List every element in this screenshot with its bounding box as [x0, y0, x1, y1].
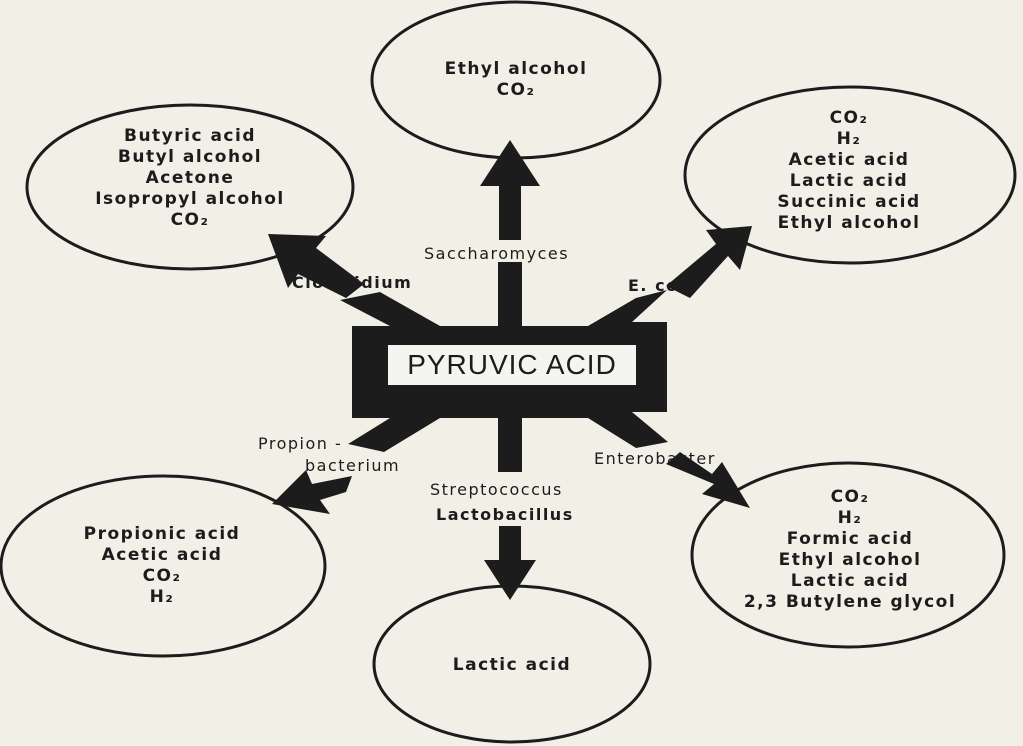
product-line: Lactic acid: [452, 654, 572, 675]
product-line: Butyric acid: [123, 125, 257, 146]
product-line: Lactic acid: [789, 171, 909, 191]
product-line: Ethyl alcohol: [778, 550, 922, 570]
product-line: Formic acid: [786, 529, 914, 549]
product-line: CO₂: [829, 108, 869, 128]
product-line: Acetic acid: [788, 150, 910, 170]
ellipse-ecoli-products: [683, 85, 1017, 265]
product-line: Propionic acid: [83, 524, 241, 544]
label-enterobacter: Enterobacter: [594, 449, 716, 468]
product-line: Ethyl alcohol: [444, 59, 588, 79]
label-lactobacillus: Lactobacillus: [436, 505, 574, 524]
label-propion-line2: bacterium: [305, 456, 401, 475]
product-line: 2,3 Butylene glycol: [743, 592, 957, 612]
label-propion-line1: Propion -: [258, 434, 343, 453]
product-line: Succinic acid: [777, 192, 921, 212]
product-line: CO₂: [496, 80, 536, 100]
product-line: H₂: [836, 129, 862, 149]
ellipse-enterobacter-products: [690, 461, 1006, 649]
product-line: H₂: [837, 508, 863, 528]
center-label: PYRUVIC ACID: [407, 349, 617, 380]
product-line: CO₂: [142, 566, 182, 586]
arrow-ecoli: [666, 226, 752, 298]
arrow-saccharomyces: [480, 140, 540, 240]
product-line: Butyl alcohol: [117, 146, 263, 167]
ellipse-clostridium-products: [25, 103, 355, 271]
stem-up: [498, 262, 522, 328]
arrow-lactic: [484, 526, 536, 600]
product-line: Isopropyl alcohol: [95, 188, 285, 209]
arrow-enterobacter: [666, 452, 750, 508]
center-label-box: PYRUVIC ACID: [388, 345, 636, 385]
product-line: CO₂: [830, 487, 870, 507]
product-line: CO₂: [170, 209, 210, 230]
products-lactic: Lactic acid: [420, 650, 604, 680]
arrow-propionibacterium: [272, 470, 352, 514]
label-ecoli: E. coli: [628, 276, 693, 295]
ellipse-propionibacterium-products: [0, 474, 327, 658]
stem-down: [498, 416, 522, 472]
product-line: Lactic acid: [790, 571, 910, 591]
label-streptococcus: Streptococcus: [430, 480, 563, 499]
label-saccharomyces: Saccharomyces: [424, 244, 570, 263]
arrow-clostridium: [268, 234, 364, 298]
product-line: Acetone: [145, 167, 235, 188]
product-line: H₂: [149, 587, 175, 607]
product-line: Acetic acid: [101, 545, 223, 565]
label-clostridium: Clostridium: [292, 273, 413, 292]
product-line: Ethyl alcohol: [777, 213, 921, 233]
